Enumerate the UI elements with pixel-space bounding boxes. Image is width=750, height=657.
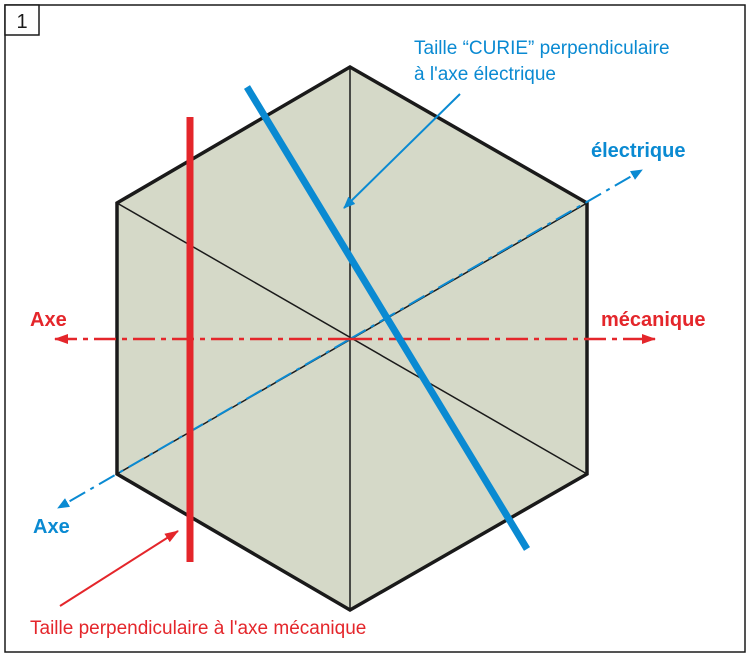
figure-number-box: [4, 4, 40, 36]
electric-axis-lower: [57, 338, 351, 509]
mechanical-cut-callout-arrow: [59, 530, 179, 607]
curie-label-line2: à l'axe électrique: [414, 64, 556, 85]
electric-axis-upper: [349, 169, 643, 340]
figure-number: 1: [16, 11, 27, 33]
frame-border: [4, 4, 746, 653]
electric-axis-label-axe: Axe: [33, 516, 70, 538]
electric-axis-label: électrique: [591, 140, 685, 162]
curie-cut-line: [244, 85, 530, 551]
mechanical-axis-label-axe: Axe: [30, 309, 67, 331]
mechanical-axis-label: mécanique: [601, 309, 705, 331]
mechanical-cut-label: Taille perpendiculaire à l'axe mécanique: [30, 618, 366, 639]
curie-label-line1: Taille “CURIE” perpendiculaire: [414, 38, 670, 59]
curie-callout-arrow: [343, 93, 461, 209]
